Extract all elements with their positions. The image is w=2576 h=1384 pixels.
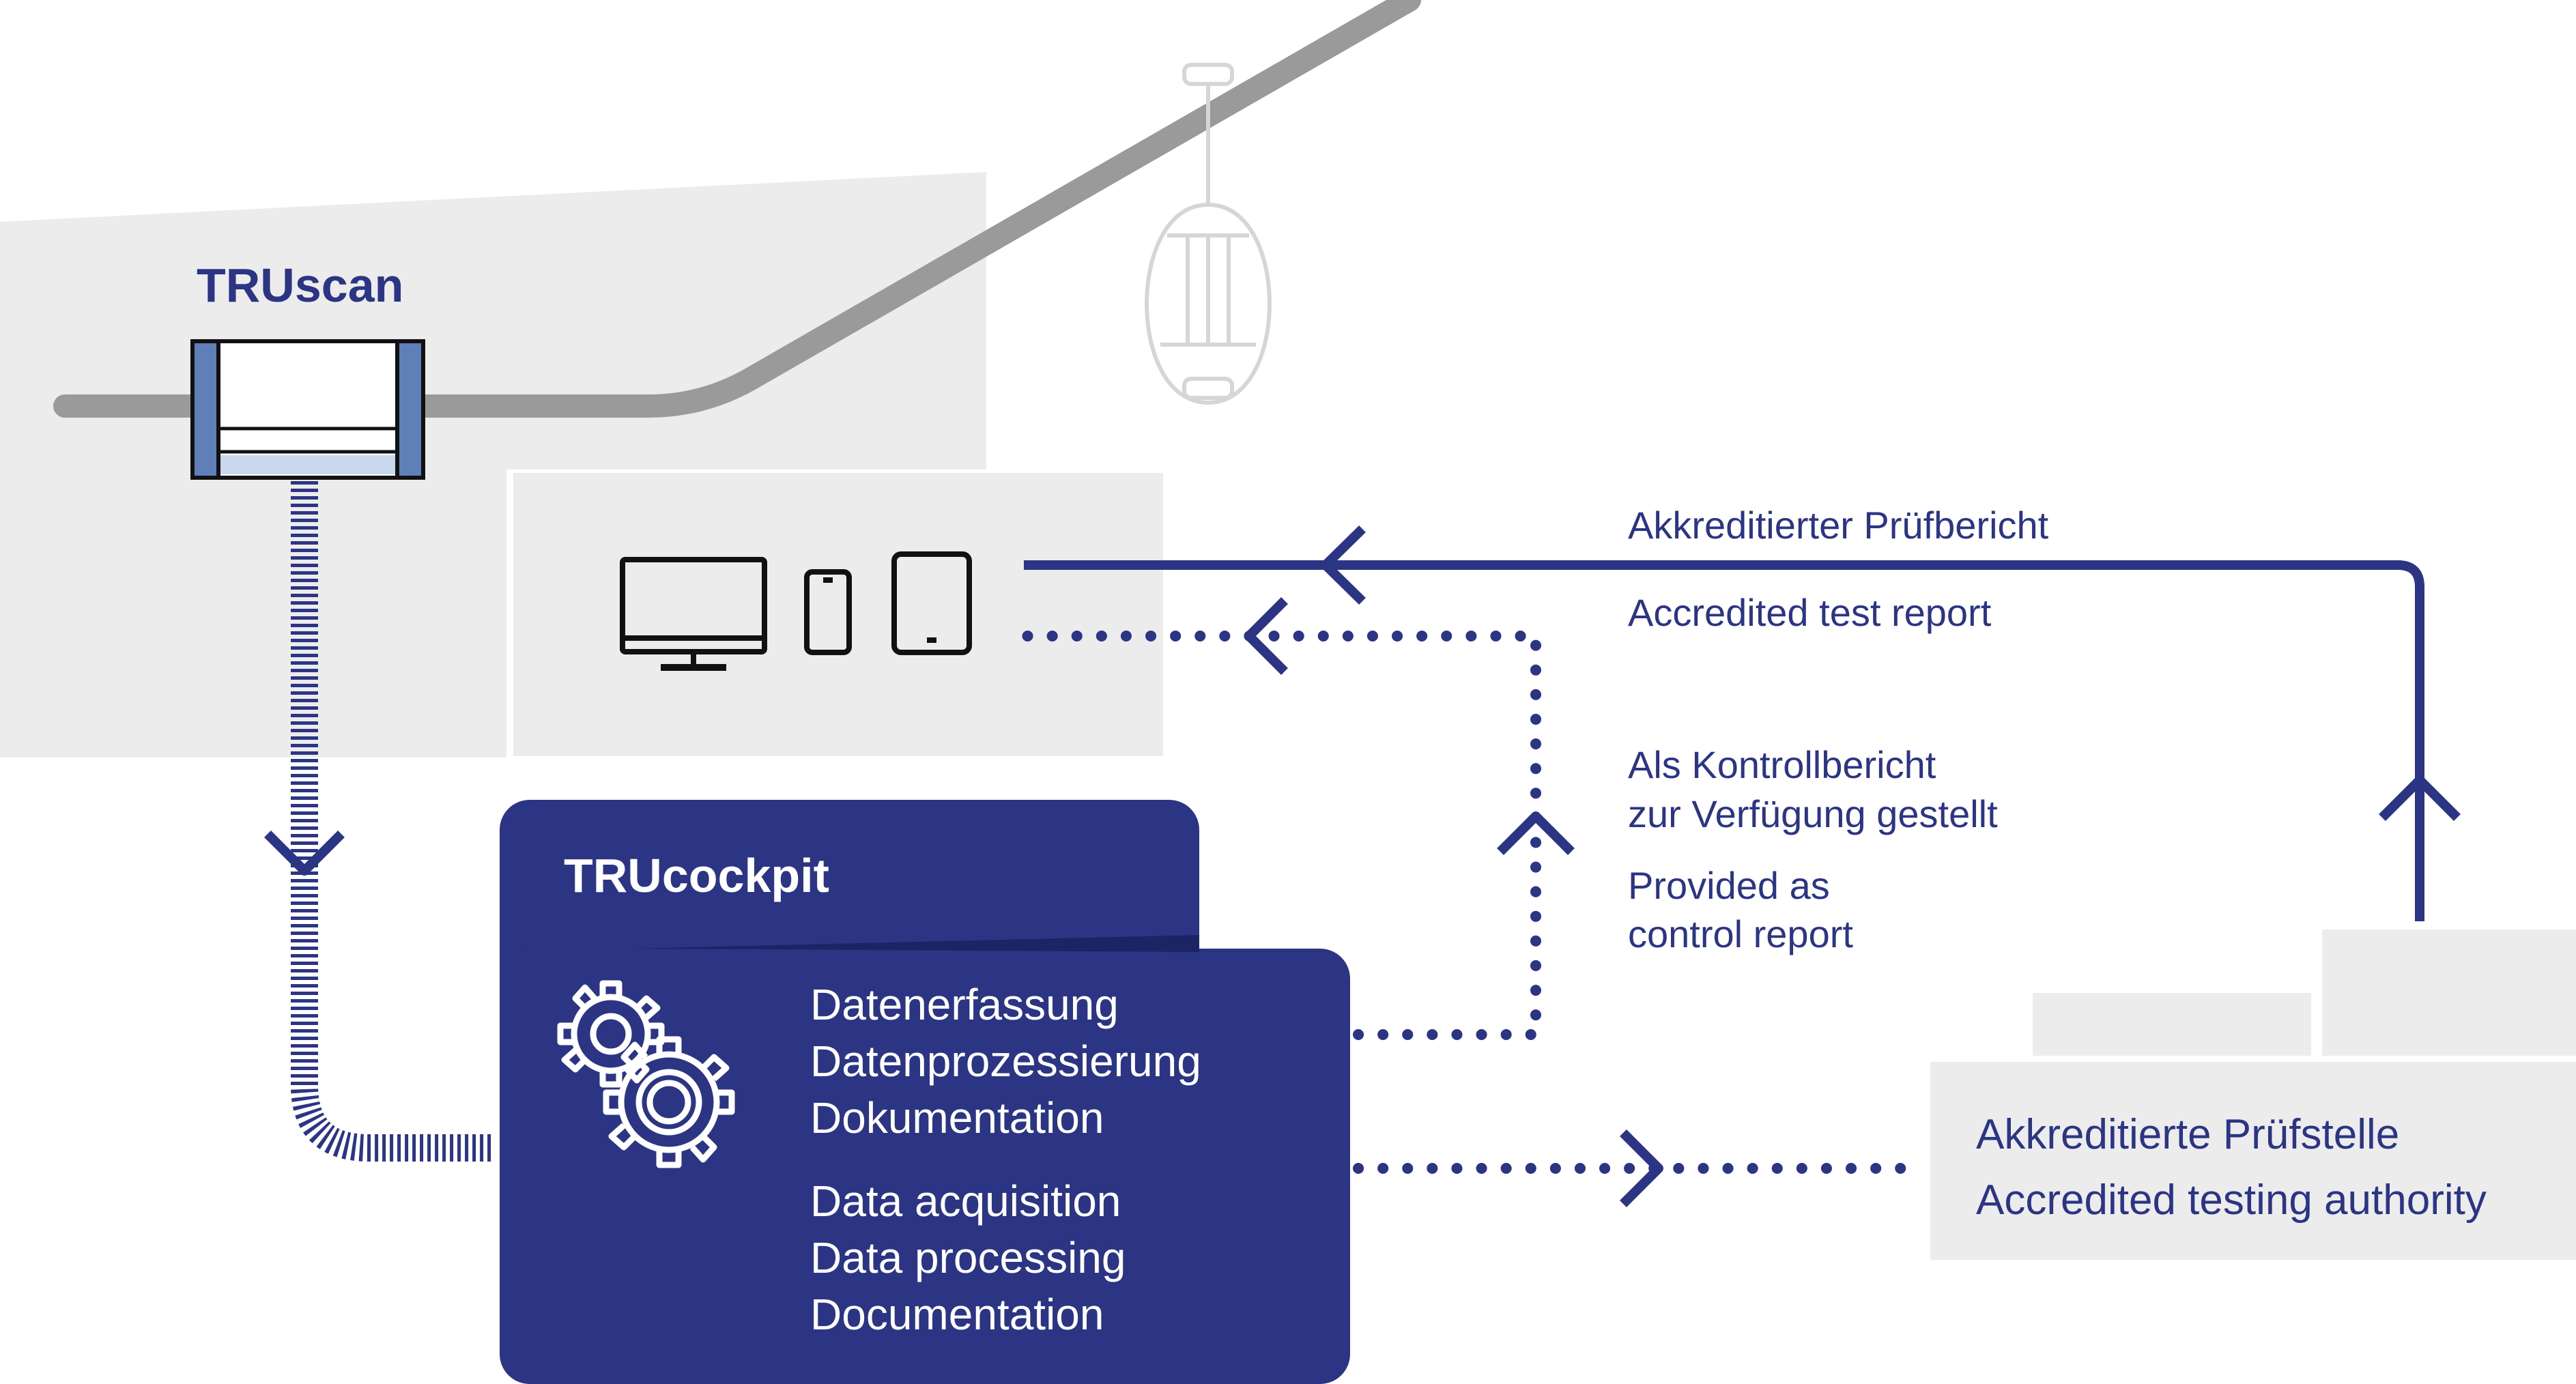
control-report-label-de: zur Verfügung gestellt bbox=[1628, 792, 1998, 835]
ropeway-cable bbox=[53, 0, 1421, 418]
control-report-label-en: Provided as bbox=[1628, 864, 1830, 907]
truscan-title: TRUscan bbox=[197, 259, 404, 312]
testing-authority-label-en: Accredited testing authority bbox=[1976, 1177, 2487, 1224]
task-label: Data processing bbox=[810, 1233, 1126, 1282]
control-report-label-de: Als Kontrollbericht bbox=[1628, 743, 1936, 786]
devices-panel bbox=[513, 473, 1163, 756]
task-label: Documentation bbox=[810, 1290, 1104, 1339]
left-arrow-icon bbox=[1244, 597, 1288, 675]
right-arrow-icon bbox=[1620, 1129, 1663, 1207]
task-label: Data acquisition bbox=[810, 1177, 1121, 1226]
testing-authority-building bbox=[1930, 929, 2576, 1260]
up-arrow-icon bbox=[2379, 775, 2461, 821]
task-label: Datenprozessierung bbox=[810, 1037, 1201, 1086]
down-arrow-icon bbox=[264, 831, 345, 876]
task-label: Dokumentation bbox=[810, 1093, 1104, 1142]
monitor-icon bbox=[620, 557, 767, 671]
smartphone-icon bbox=[804, 569, 852, 655]
station-background bbox=[0, 172, 986, 758]
gondola-icon bbox=[1145, 63, 1272, 405]
trucockpit-title: TRUcockpit bbox=[564, 849, 829, 902]
accredited-report-label-en: Accredited test report bbox=[1628, 591, 1992, 634]
up-arrow-icon bbox=[1497, 811, 1575, 855]
control-report-label-en: control report bbox=[1628, 912, 1853, 955]
testing-authority-label-de: Akkreditierte Prüfstelle bbox=[1976, 1111, 2400, 1158]
tablet-icon bbox=[891, 551, 972, 655]
accredited-report-arrow bbox=[1024, 560, 2424, 921]
truscan-scanner-icon bbox=[190, 339, 425, 480]
task-label: Datenerfassung bbox=[810, 980, 1119, 1029]
left-arrow-icon bbox=[1321, 525, 1366, 605]
data-cable bbox=[291, 481, 493, 1162]
accredited-report-label-de: Akkreditierter Prüfbericht bbox=[1628, 504, 2049, 547]
gears-icon bbox=[557, 980, 735, 1168]
